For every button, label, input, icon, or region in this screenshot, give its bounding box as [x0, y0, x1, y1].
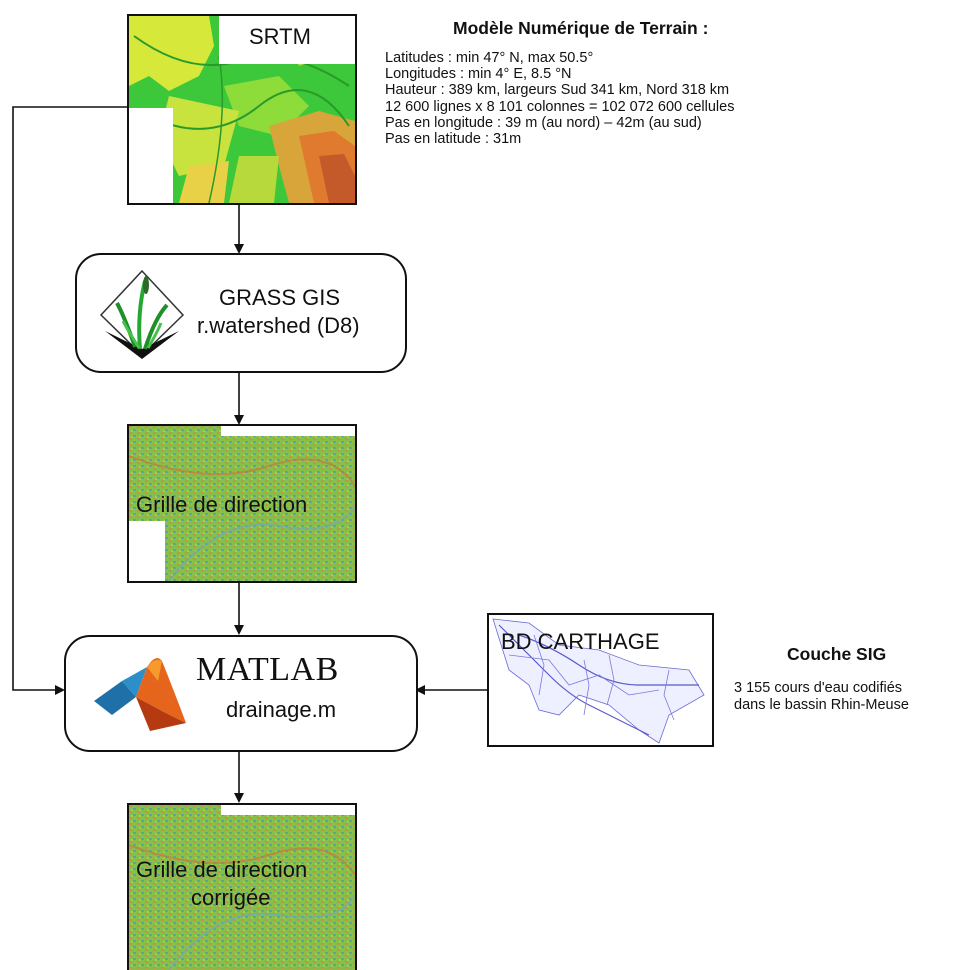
corrected-direction-grid-image: Grille de direction corrigée	[127, 803, 357, 970]
sig-line: dans le bassin Rhin-Meuse	[734, 697, 909, 713]
matlab-script: drainage.m	[226, 697, 337, 722]
dem-info-line: 12 600 lignes x 8 101 colonnes = 102 072…	[385, 99, 735, 115]
grass-logo-icon	[99, 269, 185, 359]
sig-title: Couche SIG	[787, 644, 887, 664]
grass-module-name: r.watershed (D8)	[197, 313, 360, 338]
direction-raster	[129, 426, 355, 581]
dem-info-line: Longitudes : min 4° E, 8.5 °N	[385, 66, 572, 82]
dem-raster	[129, 16, 355, 203]
corrected-grid-label-1: Grille de direction	[136, 857, 308, 882]
dem-info-line: Hauteur : 389 km, largeurs Sud 341 km, N…	[385, 82, 730, 98]
grass-gis-box: GRASS GIS r.watershed (D8)	[75, 253, 407, 373]
matlab-box: MATLAB drainage.m	[64, 635, 418, 752]
dem-info-line: Pas en latitude : 31m	[385, 131, 522, 147]
dem-info-line: Latitudes : min 47° N, max 50.5°	[385, 50, 594, 66]
bd-carthage-label: BD CARTHAGE	[501, 629, 660, 654]
grass-gis-name: GRASS GIS	[219, 285, 341, 310]
river-network-map	[492, 618, 705, 744]
dem-info-title: Modèle Numérique de Terrain :	[453, 18, 709, 38]
corrected-direction-raster	[129, 805, 355, 970]
direction-grid-label: Grille de direction	[136, 492, 308, 517]
direction-grid-image: Grille de direction	[127, 424, 357, 583]
srtm-dem-image: SRTM	[127, 14, 357, 205]
dem-info-line: Pas en longitude : 39 m (au nord) – 42m …	[385, 115, 702, 131]
matlab-logo-icon	[94, 658, 186, 731]
matlab-name: MATLAB	[196, 651, 339, 688]
arrow-srtm-to-matlab	[12, 106, 128, 695]
bd-carthage-image: BD CARTHAGE	[487, 613, 714, 747]
srtm-label: SRTM	[249, 24, 311, 49]
sig-line: 3 155 cours d'eau codifiés	[734, 680, 903, 696]
corrected-grid-label-2: corrigée	[191, 885, 271, 910]
